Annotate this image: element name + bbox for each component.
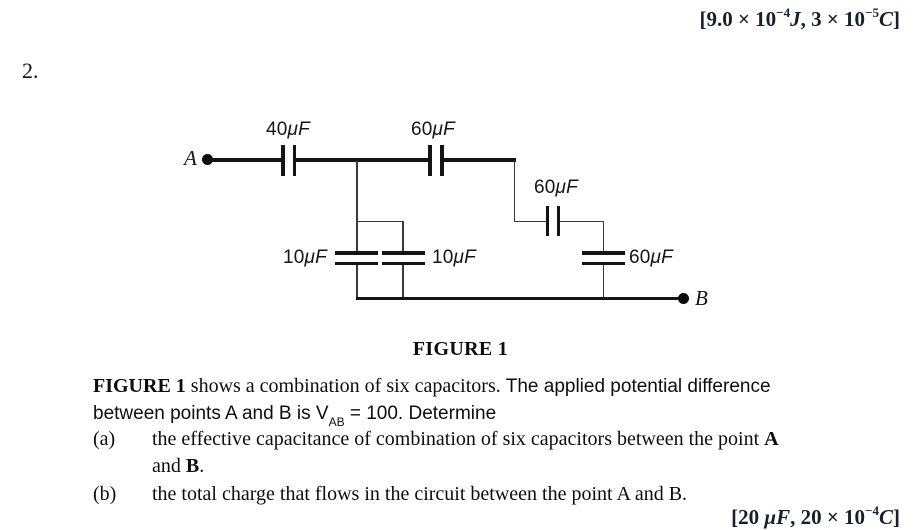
capacitor-c1-label: 40μF [266,119,310,141]
wire-c5-bottom-lead [402,265,404,299]
node-b-label: B [695,286,708,310]
bracket: [ [699,7,707,31]
item-a-text: the effective capacitance of combination… [152,428,765,450]
capacitor-c1-plate-left [281,145,285,176]
separator: , [800,7,812,31]
capacitor-c6-value: 60 [629,247,651,268]
capacitor-c2-plate-left [428,145,432,176]
capacitor-c2-unit: μF [432,119,455,140]
capacitor-c5-plate-top [381,251,425,255]
statement-serif-text: shows a combination of six capacitors. [185,375,506,397]
capacitor-c1-unit: μF [287,119,310,140]
item-a-line-2: and B. [152,455,204,478]
wire-top-c1-to-c2 [296,158,429,162]
unit-joule: J [790,7,801,31]
wire-c5-top-lead [402,221,404,251]
wire-bottom-rail [356,296,684,300]
wire-c4-bottom-lead [356,265,358,299]
answer-value-1: 20 [738,505,765,529]
wire-c3-left-lead [513,220,546,222]
wire-c6-bottom-lead [602,265,604,299]
capacitor-c3-plate-right [556,206,560,236]
node-b-terminal-dot [678,293,689,304]
statement-sans-text-1: The applied potential difference [505,376,771,397]
statement-figure-ref: FIGURE 1 [93,375,186,397]
answer-value-2: 20 × 10 [800,505,866,529]
statement-line-1: FIGURE 1 shows a combination of six capa… [93,375,771,398]
capacitor-c6-plate-bottom [582,261,625,265]
capacitor-c3-unit: μF [555,177,578,198]
item-b-label: (b) [93,483,117,505]
unit-coulomb: C [878,505,893,529]
capacitor-c3-label: 60μF [534,177,578,199]
capacitor-c1-value: 40 [266,119,288,140]
capacitor-c5-unit: μF [453,247,476,268]
item-a-line-1: the effective capacitance of combination… [152,428,779,451]
wire-jog-horizontal [356,220,404,222]
document-page: { "answer_top": { "open": "[", "num1": "… [22,5,900,529]
answer-value-2: 3 × 10 [811,7,866,31]
circuit-diagram: A 40μF 60μF 60μF 60μF 10μF 10μF B [184,119,708,310]
capacitor-c4-value: 10 [283,247,305,268]
wire-c6-top-lead [602,221,604,252]
wire-top-c2-to-corner [443,158,516,162]
capacitor-c2-value: 60 [411,119,433,140]
node-a-label: A [184,146,197,170]
capacitor-c6-unit: μF [650,247,673,268]
capacitor-c4-plate-bottom [335,261,378,265]
capacitor-c6-label: 60μF [629,247,673,269]
item-a-period: . [199,455,205,477]
capacitor-c3-plate-left [545,206,549,236]
wire-right-branch-upper [513,160,515,221]
statement-vab-pre: between points A and B is V [93,403,329,424]
item-a-and: and [152,455,186,477]
answer-current-problem-clipped: [20 μF, 20 × 10−4C] [731,503,900,530]
item-a-point-b: B [185,455,200,477]
unit-microfarad: μF [764,505,791,529]
capacitor-c5-label: 10μF [432,247,476,269]
exponent-2: −5 [865,5,879,20]
capacitor-c2-plate-right [440,145,444,176]
exponent-1: −4 [776,5,791,20]
statement-sans-text-2: between points A and B is VAB = 100. Det… [93,403,497,429]
item-a-point-a: A [764,428,779,450]
figure-caption: FIGURE 1 [412,338,509,360]
capacitor-c6-plate-top [582,251,625,255]
capacitor-c3-value: 60 [534,177,556,198]
capacitor-c2-label: 60μF [411,119,455,141]
capacitor-c4-unit: μF [304,247,327,268]
answer-value-1: 9.0 × 10 [706,7,777,31]
wire-c4-top-lead [356,161,358,251]
wire-top-a-to-c1 [207,158,283,162]
unit-coulomb: C [878,7,893,31]
bracket: ] [893,7,900,31]
capacitor-c5-plate-bottom [381,261,425,265]
vab-subscript: AB [328,414,345,429]
separator: , [790,505,801,529]
item-a-label: (a) [93,428,116,450]
question-number: 2. [22,58,39,83]
wire-c3-right-lead [560,220,604,222]
answer-previous-problem: [9.0 × 10−4J, 3 × 10−5C] [699,5,900,32]
capacitor-c1-plate-right [292,145,296,176]
capacitor-c4-label: 10μF [283,247,327,269]
statement-vab-post: = 100. Determine [344,403,497,424]
item-b-line: the total charge that flows in the circu… [152,483,688,505]
statement-line-2: between points A and B is VAB = 100. Det… [93,402,497,429]
exponent-1: −4 [865,503,879,518]
bracket: ] [893,505,900,529]
capacitor-c5-value: 10 [432,247,454,268]
capacitor-c4-plate-top [335,251,378,255]
